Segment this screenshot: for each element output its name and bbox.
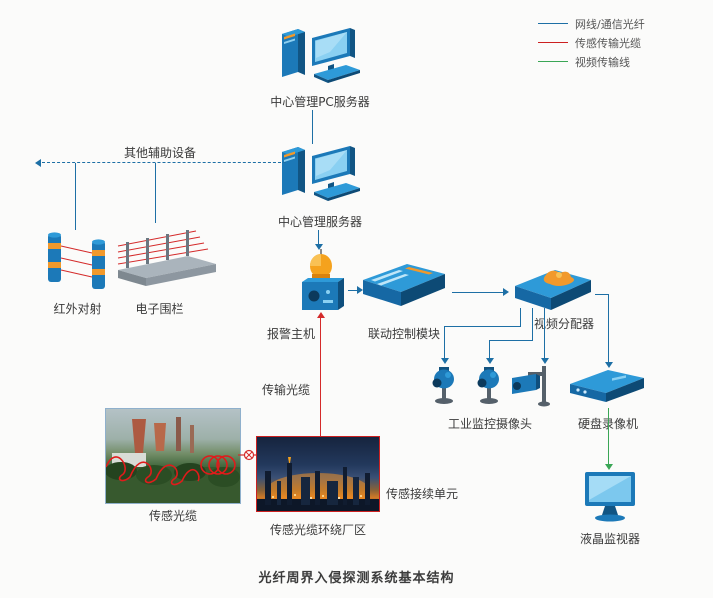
line-linkage-to-splitter [452, 292, 504, 293]
dashed-line-aux-bus [42, 162, 286, 163]
line-alarm-to-linkage [348, 290, 358, 291]
legend-label: 视频传输线 [575, 55, 630, 69]
plant-photo-label: 传感光缆环绕厂区 [269, 523, 366, 537]
line-splitter-cam1-h [444, 326, 521, 327]
electric-fence-label: 电子围栏 [135, 302, 184, 316]
linkage-module-label: 联动控制模块 [367, 327, 440, 341]
arrow-down-cam1 [441, 358, 449, 364]
sensing-cable-photo [105, 408, 241, 504]
line-splitter-dvr-v [608, 294, 609, 362]
arrow-down-monitor [605, 464, 613, 470]
line-splitter-dvr-h [595, 294, 608, 295]
line-splitter-cam1-v [520, 308, 521, 326]
legend-label: 网线/通信光纤 [575, 17, 645, 31]
line-pc-to-mgmt [312, 110, 313, 144]
sensor-line-swatch [538, 42, 568, 43]
dvr-icon [566, 366, 648, 406]
arrow-down-cam3 [541, 358, 549, 364]
lcd-monitor-label: 液晶监视器 [579, 532, 640, 546]
dvr-label: 硬盘录像机 [562, 415, 654, 432]
arrow-down-alarm [315, 244, 323, 250]
lcd-monitor-icon [581, 470, 639, 526]
cameras-label: 工业监控摄像头 [447, 417, 532, 431]
electric-fence-icon [116, 220, 220, 294]
pc-server-icon [272, 22, 364, 92]
aux-devices-label: 其他辅助设备 [124, 146, 197, 160]
legend: 网线/通信光纤 传感传输光缆 视频传输线 [538, 14, 645, 71]
pc-server-label: 中心管理PC服务器 [270, 95, 370, 109]
line-splitter-cam3 [544, 308, 545, 358]
infrared-sensors-icon [44, 228, 110, 292]
splice-unit-label: 传感接续单元 [386, 487, 459, 501]
line-bus-to-fence [155, 163, 156, 223]
arrow-right-linkage [357, 286, 363, 294]
alarm-host-label: 报警主机 [266, 327, 315, 341]
arrow-down-dvr [605, 362, 613, 368]
line-sensor-to-alarm [320, 318, 321, 436]
infrared-label: 红外对射 [53, 302, 102, 316]
line-mgmt-to-alarm [318, 230, 319, 244]
arrow-left-aux [35, 159, 41, 167]
video-splitter-label: 视频分配器 [533, 317, 594, 331]
legend-item-video: 视频传输线 [538, 52, 645, 71]
alarm-host-icon [294, 246, 350, 318]
line-cam2-drop [489, 340, 490, 358]
arrow-up-alarm-red [317, 312, 325, 318]
management-server-label: 中心管理服务器 [277, 215, 362, 229]
arrow-down-cam2 [486, 358, 494, 364]
video-splitter-icon [509, 260, 597, 314]
legend-label: 传感传输光缆 [575, 36, 641, 50]
camera1-icon [425, 366, 463, 408]
legend-item-network: 网线/通信光纤 [538, 14, 645, 33]
camera2-icon [470, 366, 508, 408]
diagram-title: 光纤周界入侵探测系统基本结构 [258, 571, 455, 586]
management-server-icon [272, 140, 364, 210]
line-cam1-drop [444, 326, 445, 358]
network-line-swatch [538, 23, 568, 24]
plant-night-photo [256, 436, 380, 512]
arrow-right-splitter [503, 288, 509, 296]
linkage-module-icon [357, 258, 451, 312]
line-dvr-to-monitor [608, 408, 609, 464]
sensing-cable-label: 传感光缆 [148, 509, 197, 523]
legend-item-sensor: 传感传输光缆 [538, 33, 645, 52]
line-bus-to-infrared [75, 163, 76, 230]
video-line-swatch [538, 61, 568, 62]
line-splitter-cam2-h [489, 340, 533, 341]
camera3-wall-mount-icon [508, 364, 552, 410]
line-splitter-cam2-v [532, 308, 533, 340]
transmission-cable-label: 传输光缆 [262, 383, 311, 397]
